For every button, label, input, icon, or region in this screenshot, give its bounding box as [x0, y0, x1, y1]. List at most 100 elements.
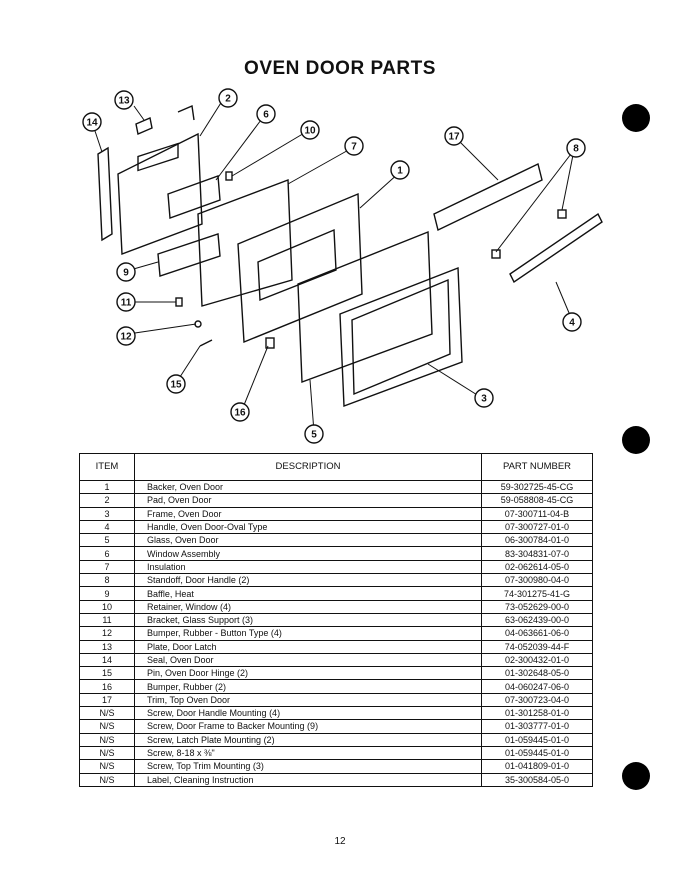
callout-8: 8 [566, 138, 586, 158]
svg-text:14: 14 [86, 118, 98, 129]
column-header-description: DESCRIPTION [134, 453, 482, 481]
description-cell: Insulation [134, 559, 482, 575]
description-cell: Screw, Latch Plate Mounting (2) [134, 732, 482, 747]
description-cell: Screw, Top Trim Mounting (3) [134, 759, 482, 774]
svg-text:8: 8 [573, 144, 579, 155]
description-cell: Trim, Top Oven Door [134, 692, 482, 708]
item-cell: 3 [79, 506, 135, 521]
callout-14: 14 [82, 112, 102, 132]
description-cell: Seal, Oven Door [134, 652, 482, 668]
callout-12: 12 [116, 326, 136, 346]
callout-3: 3 [474, 388, 494, 408]
svg-text:5: 5 [311, 430, 317, 441]
item-cell: 10 [79, 599, 135, 614]
part-number-cell: 35-300584-05-0 [481, 772, 593, 787]
standoff-part-a [557, 209, 567, 219]
latch-clip-part [177, 104, 195, 121]
insulation-part [197, 179, 293, 307]
description-cell: Handle, Oven Door-Oval Type [134, 519, 482, 535]
item-cell: 15 [79, 666, 135, 681]
part-number-cell: 63-062439-00-0 [481, 612, 593, 628]
baffle-part [157, 233, 221, 277]
part-number-cell: 01-041809-01-0 [481, 759, 593, 774]
callout-17: 17 [444, 126, 464, 146]
svg-text:10: 10 [304, 126, 316, 137]
part-number-cell: 74-052039-44-F [481, 639, 593, 654]
hinge-pin-part [199, 339, 213, 347]
callout-7: 7 [344, 136, 364, 156]
binder-hole-bottom [622, 762, 650, 790]
item-cell: N/S [79, 759, 135, 774]
part-number-cell: 06-300784-01-0 [481, 533, 593, 548]
part-number-cell: 04-060247-06-0 [481, 679, 593, 694]
bumper-part [265, 337, 275, 349]
description-cell: Label, Cleaning Instruction [134, 772, 482, 787]
description-cell: Standoff, Door Handle (2) [134, 573, 482, 588]
part-number-cell: 07-300723-04-0 [481, 692, 593, 708]
binder-hole-top [622, 104, 650, 132]
column-header-part-number: PART NUMBER [481, 453, 593, 481]
callout-5: 5 [304, 424, 324, 444]
item-cell: 7 [79, 559, 135, 575]
part-number-cell: 73-052629-00-0 [481, 599, 593, 614]
item-cell: 9 [79, 586, 135, 601]
part-number-cell: 74-301275-41-G [481, 586, 593, 601]
window-assembly-part [167, 175, 221, 219]
glass-part [297, 230, 433, 383]
part-number-cell: 01-303777-01-0 [481, 719, 593, 734]
svg-text:4: 4 [569, 318, 575, 329]
svg-text:2: 2 [225, 94, 231, 105]
description-cell: Pad, Oven Door [134, 493, 482, 508]
item-cell: 5 [79, 533, 135, 548]
item-cell: 14 [79, 652, 135, 668]
part-number-cell: 04-063661-06-0 [481, 626, 593, 641]
description-cell: Screw, Door Handle Mounting (4) [134, 706, 482, 721]
description-cell: Bumper, Rubber (2) [134, 679, 482, 694]
pad-slot [137, 142, 179, 172]
part-number-cell: 01-302648-05-0 [481, 666, 593, 681]
top-trim-part [433, 162, 543, 232]
part-number-cell: 01-059445-01-0 [481, 732, 593, 747]
handle-part [509, 212, 603, 284]
part-number-cell: 02-300432-01-0 [481, 652, 593, 668]
callout-1: 1 [390, 160, 410, 180]
item-cell: N/S [79, 745, 135, 761]
backer-part [237, 192, 363, 344]
binder-hole-middle [622, 426, 650, 454]
description-cell: Frame, Oven Door [134, 506, 482, 521]
item-cell: N/S [79, 732, 135, 747]
page-title: OVEN DOOR PARTS [244, 58, 436, 79]
description-cell: Baffle, Heat [134, 586, 482, 601]
callout-11: 11 [116, 292, 136, 312]
part-number-cell: 07-300727-01-0 [481, 519, 593, 535]
description-cell: Bracket, Glass Support (3) [134, 612, 482, 628]
part-number-cell: 83-304831-07-0 [481, 546, 593, 561]
item-cell: 12 [79, 626, 135, 641]
latch-plate-part [135, 117, 153, 135]
svg-text:11: 11 [121, 298, 132, 309]
seal-part [97, 146, 113, 242]
part-number-cell: 59-302725-45-CG [481, 479, 593, 495]
svg-text:13: 13 [118, 96, 130, 107]
frame-inner [351, 278, 451, 396]
item-cell: 6 [79, 546, 135, 561]
item-cell: N/S [79, 772, 135, 787]
callout-15: 15 [166, 374, 186, 394]
frame-part [339, 266, 463, 407]
svg-text:12: 12 [120, 332, 132, 343]
